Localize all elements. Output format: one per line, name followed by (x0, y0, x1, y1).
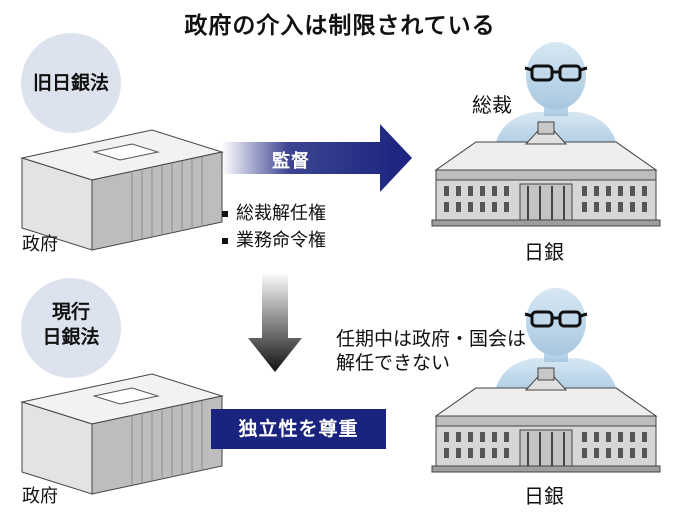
diagram-title: 政府の介入は制限されている (184, 13, 496, 39)
boj-building-bottom (431, 367, 661, 473)
power-item: 業務命令権 (222, 227, 326, 254)
old-law-circle (21, 33, 121, 133)
current-law-circle (21, 278, 121, 378)
government-label-bottom: 政府 (22, 486, 58, 507)
power-item: 総裁解任権 (222, 200, 326, 227)
government-building-bottom (21, 373, 223, 495)
current-law-label-line1: 現行 (51, 301, 90, 323)
governor-label: 総裁 (472, 93, 512, 117)
independence-label: 独立性を尊重 (238, 418, 359, 440)
transition-arrow (248, 272, 302, 372)
current-law-label: 現行 日銀法 (21, 300, 121, 350)
old-law-label: 旧日銀法 (32, 72, 109, 94)
powers-list: 総裁解任権 業務命令権 (222, 200, 326, 254)
boj-label-top: 日銀 (524, 240, 564, 264)
government-label-top: 政府 (22, 234, 58, 255)
boj-building-top (431, 121, 661, 227)
supervision-arrow (222, 124, 412, 192)
supervision-label: 監督 (272, 151, 310, 172)
boj-label-bottom: 日銀 (524, 484, 564, 508)
independence-box: 独立性を尊重 (211, 409, 386, 449)
dismissal-note: 任期中は政府・国会は解任できない (336, 328, 527, 374)
current-law-label-line2: 日銀法 (42, 326, 100, 348)
